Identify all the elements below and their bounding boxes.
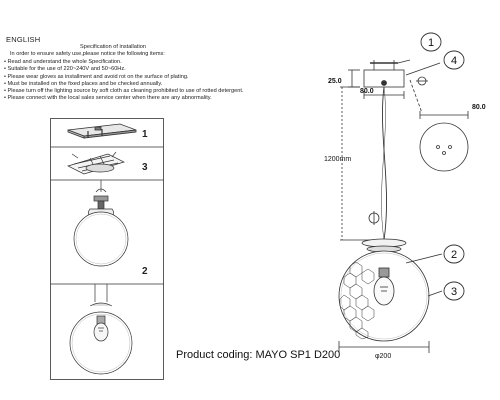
installation-steps-panel: 1 3 2 [50, 118, 164, 380]
callout-3 [443, 281, 465, 301]
spec-intro: In order to ensure safety use,please not… [10, 51, 165, 57]
dim-cable-length: 1200mm [324, 156, 351, 163]
step3-label: 3 [142, 162, 148, 173]
step1-label: 1 [142, 129, 148, 140]
spec-list: Read and understand the whole Specificat… [4, 59, 244, 103]
spec-item: Please connect with the local sales serv… [4, 95, 243, 102]
dim-globe-width: φ200 [375, 353, 391, 360]
callout-3-label: 3 [451, 286, 457, 298]
spec-item: Must be installed on the fixed places an… [4, 81, 243, 88]
spec-item: Read and understand the whole Specificat… [4, 59, 243, 66]
spec-item: Please wear gloves as installment and av… [4, 74, 243, 81]
dim-canopy-detail: 80.0 [472, 104, 486, 111]
dim-canopy-width: 80.0 [360, 88, 374, 95]
step2-label: 2 [142, 266, 148, 277]
dim-canopy-height: 25.0 [328, 78, 342, 85]
callout-1 [420, 32, 442, 52]
language-label: ENGLISH [6, 35, 41, 44]
callout-4-label: 4 [451, 55, 457, 67]
step3-ceiling-canopy-illustration [67, 151, 125, 175]
callout-2-label: 2 [451, 249, 457, 261]
spec-item: Please turn off the lighting source by s… [4, 88, 244, 95]
callout-1-label: 1 [428, 37, 434, 49]
callout-4 [443, 50, 465, 70]
lamp-with-bulb-illustration [69, 284, 133, 375]
product-coding: Product coding: MAYO SP1 D200 [176, 349, 341, 361]
callout-2 [443, 244, 465, 264]
spec-title: Specification of installation [80, 44, 146, 50]
step1-mounting-plate-illustration [67, 123, 137, 139]
step2-lamp-illustration [73, 180, 129, 267]
pendant-technical-drawing: 1 4 2 3 25.0 80.0 80.0 1200mm φ200 [324, 32, 486, 360]
spec-item: Suitable for the use of 220~240V and 50~… [4, 66, 243, 73]
